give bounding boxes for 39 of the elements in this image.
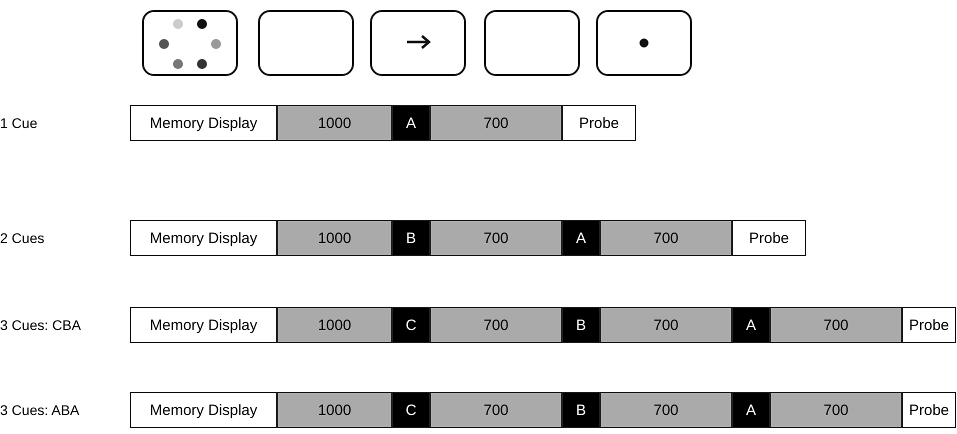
cue-segment: C xyxy=(392,392,430,428)
cue-segment: A xyxy=(732,307,770,343)
cue-segment: A xyxy=(392,105,430,141)
row-label: 2 Cues xyxy=(0,229,44,248)
probe-segment: Probe xyxy=(902,392,956,428)
cue-segment: C xyxy=(392,307,430,343)
interval-segment: 1000 xyxy=(277,220,392,256)
interval-segment: 700 xyxy=(770,307,902,343)
cue-segment: B xyxy=(562,307,600,343)
row-label: 1 Cue xyxy=(0,114,38,133)
memory-display-segment: Memory Display xyxy=(130,105,277,141)
interval-segment: 1000 xyxy=(277,392,392,428)
cue-segment: A xyxy=(562,220,600,256)
interval-segment: 700 xyxy=(430,307,562,343)
screen-frame xyxy=(596,10,692,76)
memory-display-segment: Memory Display xyxy=(130,307,277,343)
cue-segment: B xyxy=(392,220,430,256)
screen-frame xyxy=(258,10,354,76)
interval-segment: 1000 xyxy=(277,105,392,141)
interval-segment: 700 xyxy=(600,220,732,256)
interval-segment: 700 xyxy=(430,105,562,141)
interval-segment: 700 xyxy=(600,392,732,428)
memory-display-segment: Memory Display xyxy=(130,392,277,428)
probe-segment: Probe xyxy=(732,220,806,256)
memory-display-segment: Memory Display xyxy=(130,220,277,256)
cue-segment: B xyxy=(562,392,600,428)
interval-segment: 700 xyxy=(770,392,902,428)
row-label: 3 Cues: ABA xyxy=(0,401,80,420)
interval-segment: 1000 xyxy=(277,307,392,343)
screen-frame xyxy=(142,10,238,76)
screen-frame xyxy=(370,10,466,76)
cue-segment: A xyxy=(732,392,770,428)
row-label: 3 Cues: CBA xyxy=(0,316,81,335)
interval-segment: 700 xyxy=(430,392,562,428)
screen-frame xyxy=(484,10,580,76)
probe-segment: Probe xyxy=(562,105,636,141)
probe-segment: Probe xyxy=(902,307,956,343)
interval-segment: 700 xyxy=(430,220,562,256)
interval-segment: 700 xyxy=(600,307,732,343)
